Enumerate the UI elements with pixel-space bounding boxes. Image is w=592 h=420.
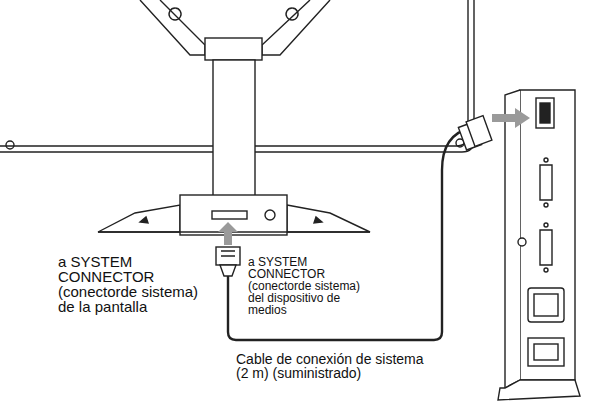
monitor-back-part bbox=[6, 141, 14, 149]
cable-label: Cable de conexión de sistema (2 m) (sumi… bbox=[236, 352, 434, 380]
stand-base-part bbox=[98, 205, 180, 232]
media-device-part bbox=[540, 230, 552, 265]
stand-neck-part bbox=[213, 60, 255, 210]
stand-base-part bbox=[212, 211, 247, 219]
media-device-part bbox=[518, 238, 526, 246]
media-device-part bbox=[540, 103, 550, 123]
connector-label: a SYSTEM CONNECTOR (conectorde sistema) … bbox=[58, 254, 200, 314]
media-device-part bbox=[505, 90, 520, 388]
connector-label: a SYSTEM CONNECTOR (conectorde sistema) … bbox=[248, 256, 366, 316]
media-device-part bbox=[544, 158, 548, 162]
hinge-arms-part bbox=[169, 8, 181, 20]
media-device-part bbox=[520, 90, 575, 380]
system-cable bbox=[216, 116, 492, 340]
stand-base-part bbox=[287, 205, 370, 232]
stand-neck bbox=[205, 38, 262, 210]
system-cable-part bbox=[228, 128, 470, 340]
system-cable-part bbox=[466, 116, 492, 147]
hinge-arms-part bbox=[140, 0, 205, 55]
media-device-part bbox=[528, 338, 564, 366]
media-device-part bbox=[544, 203, 548, 207]
media-device-part bbox=[498, 380, 580, 400]
system-cable-part bbox=[221, 251, 235, 256]
media-device-part bbox=[534, 344, 558, 360]
media-device-part bbox=[544, 223, 548, 227]
hinge-arms-part bbox=[262, 0, 330, 55]
media-device-part bbox=[534, 294, 558, 316]
system-cable-part bbox=[220, 265, 236, 276]
stand-base-part bbox=[265, 210, 275, 220]
insert-arrows-part bbox=[218, 222, 238, 245]
media-device-part bbox=[528, 288, 564, 322]
media-device-part bbox=[544, 268, 548, 272]
stand-base-part bbox=[314, 217, 322, 223]
hinge-arms-part bbox=[286, 8, 298, 20]
system-cable-part bbox=[216, 247, 240, 265]
insert-arrows bbox=[218, 108, 530, 245]
media-device-part bbox=[540, 165, 552, 200]
stand-neck-part bbox=[205, 38, 262, 60]
media-device bbox=[498, 90, 580, 400]
insert-arrows-part bbox=[492, 108, 530, 128]
stand-base-part bbox=[140, 217, 148, 223]
media-device-part bbox=[536, 98, 554, 128]
